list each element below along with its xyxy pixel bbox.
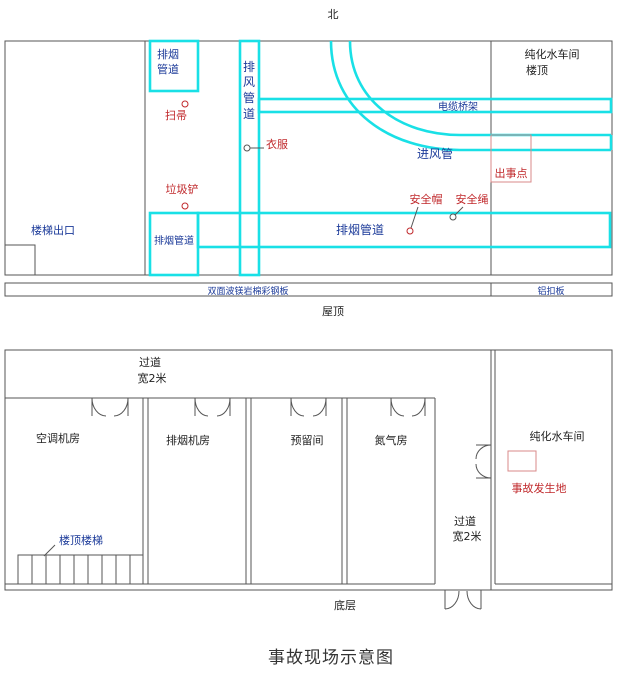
- nitrogen-room-label: 氮气房: [375, 433, 408, 447]
- smoke-room-label: 排烟机房: [166, 433, 210, 447]
- roof-stairs-drawing: [17, 554, 144, 585]
- steel-board-label: 双面波镁岩棉彩钢板: [207, 285, 288, 297]
- intake-pipe-label: 进风管: [417, 146, 453, 161]
- clothes-marker: [243, 144, 251, 152]
- accident-site-label: 事故发生地: [512, 481, 567, 495]
- cable-tray-pipe: [257, 97, 613, 114]
- reserved-room-door: [290, 397, 327, 417]
- cable-tray-label: 电缆桥架: [438, 100, 478, 113]
- safety-helmet-leader: [410, 206, 419, 229]
- roof-label: 屋顶: [322, 305, 344, 318]
- clothes-label: 衣服: [266, 137, 288, 151]
- intake-pipe-outer: [329, 40, 611, 152]
- ground-floor-label: 底层: [334, 598, 356, 612]
- exhaust-pipe-small-label-1: 排烟: [157, 47, 179, 61]
- stair-exit-label: 楼梯出口: [31, 223, 75, 237]
- intake-pipe-inner: [348, 40, 611, 137]
- exhaust-pipe-box-label: 排烟管道: [154, 234, 194, 247]
- stair-exit-box: [4, 244, 36, 276]
- broom-label: 扫帚: [165, 109, 187, 122]
- roof-stairs-label: 楼顶楼梯: [59, 533, 103, 547]
- fan-duct-label-2: 风: [243, 75, 255, 89]
- diagram-caption: 事故现场示意图: [268, 648, 394, 668]
- smoke-room-door: [194, 397, 231, 417]
- shovel-label: 垃圾铲: [166, 182, 199, 196]
- ground-floor-outline: [4, 349, 613, 591]
- roof-outline: [4, 40, 613, 276]
- corridor-top-label-2: 宽2米: [138, 371, 167, 385]
- pure-water-roof-label-1: 纯化水车间: [525, 47, 580, 61]
- fan-duct-label-4: 道: [243, 107, 255, 121]
- roof-edge-strip: [4, 282, 613, 297]
- safety-rope-label: 安全绳: [456, 192, 489, 206]
- broom-marker: [181, 100, 189, 108]
- corridor-side-label-2: 宽2米: [453, 529, 482, 543]
- exhaust-pipe-small: [148, 39, 200, 93]
- exhaust-pipe-long-label: 排烟管道: [336, 222, 384, 237]
- fan-duct-label-1: 排: [243, 60, 255, 74]
- nitrogen-room-door: [390, 397, 426, 417]
- ac-room-label: 空调机房: [36, 431, 80, 445]
- pure-water-roof-label-2: 楼顶: [526, 63, 548, 77]
- safety-rope-marker: [449, 213, 457, 221]
- fan-duct-vertical: [238, 39, 261, 277]
- accident-point-box: [490, 134, 532, 183]
- shop-door: [475, 444, 492, 479]
- safety-rope-leader: [454, 206, 464, 216]
- reserved-room-label: 预留间: [291, 434, 324, 447]
- accident-point-label: 出事点: [495, 166, 528, 180]
- aluminum-board-label: 铝扣板: [537, 285, 564, 297]
- shovel-marker: [181, 202, 189, 210]
- ac-room-door: [91, 397, 129, 417]
- roof-stairs-leader: [43, 544, 56, 557]
- exhaust-pipe-long: [196, 211, 612, 249]
- north-label: 北: [328, 8, 339, 21]
- fan-duct-label-3: 管: [243, 90, 255, 105]
- safety-helmet-label: 安全帽: [410, 192, 443, 206]
- accident-site-box: [507, 450, 537, 472]
- corridor-side-label-1: 过道: [454, 514, 476, 528]
- bottom-exit-door: [444, 590, 482, 610]
- exhaust-pipe-small-label-2: 管道: [157, 62, 179, 76]
- corridor-top-label-1: 过道: [139, 355, 161, 369]
- pure-water-shop-label: 纯化水车间: [530, 429, 585, 443]
- safety-helmet-marker: [406, 227, 414, 235]
